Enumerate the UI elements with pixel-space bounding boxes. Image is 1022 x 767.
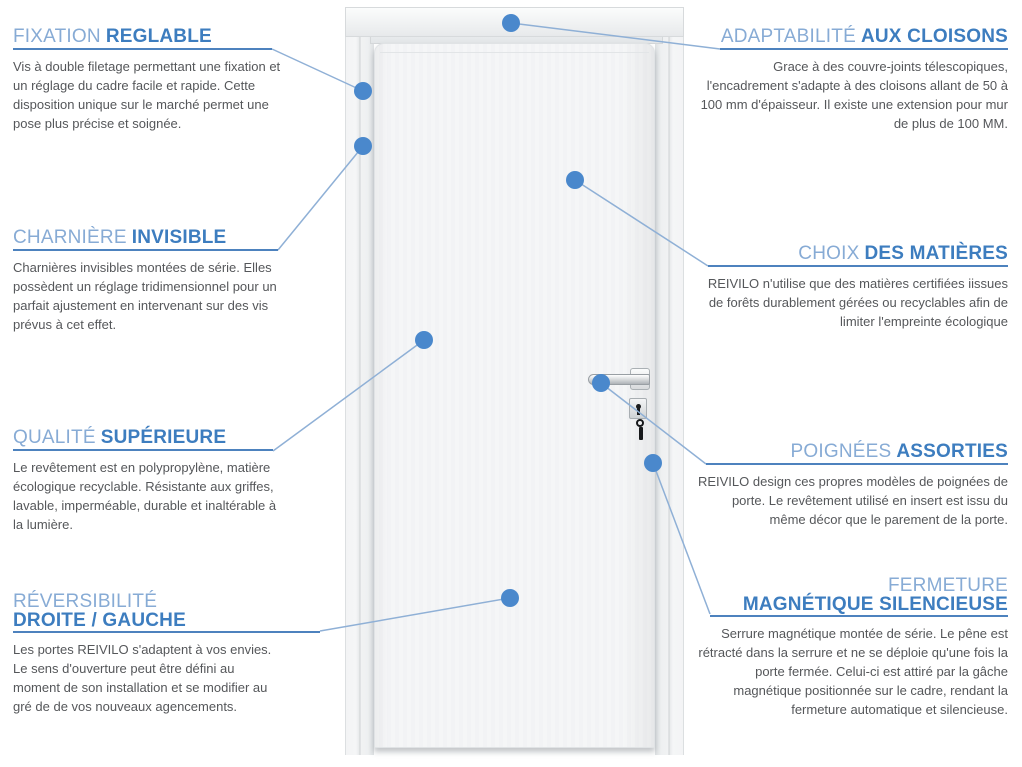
heading-light: POIGNÉES — [790, 441, 892, 462]
heading-bold: AUX CLOISONS — [860, 26, 1008, 47]
heading-light: CHARNIÈRE — [13, 227, 127, 248]
heading-bold: DES MATIÈRES — [864, 243, 1008, 264]
key-shaft — [639, 427, 643, 440]
key-icon — [636, 419, 644, 427]
callout-poignees-body: REIVILO design ces propres modèles de po… — [697, 474, 1008, 527]
heading-bold: ASSORTIES — [896, 441, 1008, 462]
callout-qualite-body: Le revêtement est en polypropylène, mati… — [13, 460, 277, 532]
callout-fixation-body: Vis à double filetage permettant une fix… — [13, 59, 281, 131]
heading-light: FERMETURE — [887, 575, 1008, 596]
keyhole-icon — [636, 404, 641, 415]
callout-fermeture-body: Serrure magnétique montée de série. Le p… — [698, 626, 1008, 717]
door-leaf-edge — [380, 52, 649, 53]
door-illustration — [345, 7, 684, 755]
callout-charniere-body: Charnières invisibles montées de série. … — [13, 260, 277, 332]
door-leaf — [374, 43, 655, 748]
callout-reversibilite-body: Les portes REIVILO s'adaptent à vos envi… — [13, 642, 272, 714]
heading-bold: SUPÉRIEURE — [100, 427, 227, 448]
door-frame-left — [345, 35, 374, 755]
heading-bold: REGLABLE — [105, 26, 212, 47]
heading-bold: INVISIBLE — [131, 227, 227, 248]
heading-light: QUALITÉ — [13, 427, 96, 448]
heading-light: FIXATION — [13, 26, 101, 47]
heading-bold: MAGNÉTIQUE SILENCIEUSE — [742, 594, 1008, 615]
door-handle — [588, 374, 650, 385]
heading-light: ADAPTABILITÉ — [720, 26, 856, 47]
door-frame-top — [345, 7, 684, 37]
callout-choix-body: REIVILO n'utilise que des matières certi… — [707, 276, 1008, 329]
heading-light: RÉVERSIBILITÉ — [13, 591, 158, 612]
lock-cylinder — [629, 398, 647, 419]
heading-bold: DROITE / GAUCHE — [13, 610, 186, 631]
door-frame-right — [655, 35, 684, 755]
heading-light: CHOIX — [798, 243, 860, 264]
callout-adaptabilite-body: Grace à des couvre-joints télescopiques,… — [700, 59, 1008, 131]
